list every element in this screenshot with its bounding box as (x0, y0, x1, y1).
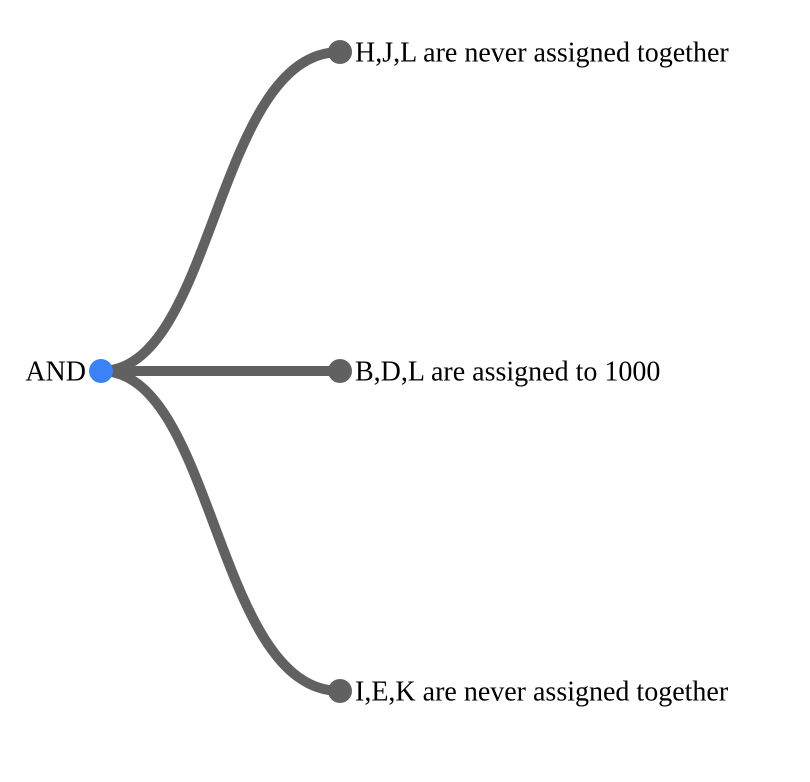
root-node[interactable] (89, 359, 113, 383)
child-node-2[interactable] (328, 359, 352, 383)
link-root-to-child-3 (96, 366, 345, 696)
root-node-label: AND (25, 356, 86, 387)
child-node-3[interactable] (328, 679, 352, 703)
child-node-1-label: H,J,L are never assigned together (355, 37, 729, 68)
child-node-3-label: I,E,K are never assigned together (355, 676, 729, 707)
child-node-2-label: B,D,L are assigned to 1000 (355, 356, 660, 387)
child-node-1[interactable] (328, 40, 352, 64)
link-root-to-child-1 (96, 47, 345, 376)
